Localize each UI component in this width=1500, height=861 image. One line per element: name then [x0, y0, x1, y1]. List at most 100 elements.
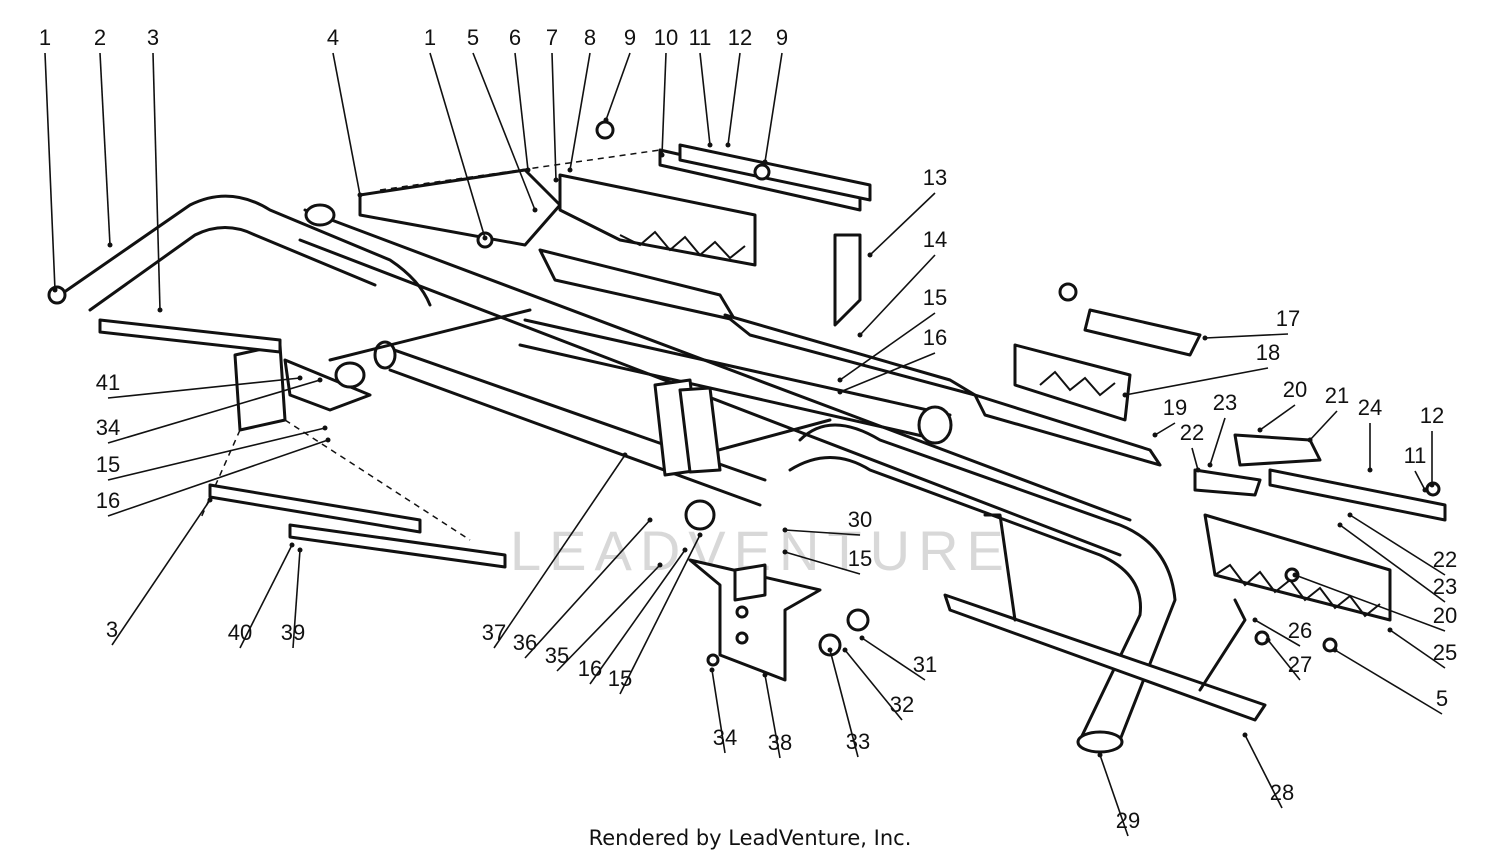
callout-dot — [1337, 522, 1343, 528]
callout-number: 23 — [1213, 390, 1237, 415]
callout-dot — [622, 452, 628, 458]
callout-dot — [357, 192, 363, 198]
callout-dot — [782, 527, 788, 533]
callout-number: 3 — [106, 617, 118, 642]
callout-dot — [782, 549, 788, 555]
callout-leader — [764, 52, 783, 163]
callout-number: 11 — [1404, 443, 1427, 468]
callout-number: 17 — [1276, 306, 1300, 331]
callout-number: 20 — [1283, 377, 1307, 402]
callout-number: 23 — [1433, 574, 1457, 599]
callout-dot — [52, 287, 58, 293]
callout-dot — [525, 167, 531, 173]
callout-number: 25 — [1433, 640, 1457, 665]
callout-leader — [1254, 619, 1301, 647]
callout-dot — [1429, 482, 1435, 488]
callout-leader — [1154, 422, 1176, 436]
callout-number: 40 — [228, 620, 252, 645]
callout-leader — [839, 352, 936, 393]
callout-dot — [297, 547, 303, 553]
callout-dot — [867, 252, 873, 258]
callout-number: 15 — [608, 666, 632, 691]
callout-dot — [322, 425, 328, 431]
callout-dot — [1422, 487, 1428, 493]
left-bracket — [199, 343, 471, 541]
callout-leader — [859, 254, 936, 336]
callout-number: 15 — [923, 285, 947, 310]
callout-dot — [647, 517, 653, 523]
callout-dot — [482, 235, 488, 241]
callout-leader — [661, 52, 667, 156]
callout-leader — [699, 52, 711, 146]
callout-leader — [152, 52, 161, 311]
callout-dot — [827, 647, 833, 653]
callout-leader — [1267, 639, 1301, 681]
callout-dot — [157, 307, 163, 313]
callout-leader — [429, 52, 486, 239]
callout-dot — [567, 167, 573, 173]
callout-dot — [1387, 627, 1393, 633]
callout-number: 16 — [96, 488, 120, 513]
skid-plate — [943, 513, 1267, 722]
callout-number: 12 — [1420, 403, 1444, 428]
callout-number: 37 — [482, 620, 506, 645]
callout-number: 24 — [1358, 395, 1382, 420]
callout-number: 21 — [1325, 383, 1349, 408]
callout-number: 19 — [1163, 395, 1187, 420]
callout-leader — [1204, 333, 1289, 339]
callout-dot — [682, 547, 688, 553]
callout-leader — [1334, 649, 1443, 715]
callout-dot — [697, 532, 703, 538]
callout-leader — [1414, 470, 1426, 491]
callout-leader — [1191, 447, 1199, 471]
callout-leader — [605, 52, 631, 121]
callout-leader — [44, 52, 56, 291]
callout-number: 41 — [96, 370, 120, 395]
callout-dot — [1252, 617, 1258, 623]
callout-number: 29 — [1116, 808, 1140, 833]
fastener-bolts — [47, 120, 1441, 667]
callout-number: 27 — [1288, 652, 1312, 677]
callout-leader — [1339, 524, 1446, 603]
callout-leader — [472, 52, 536, 211]
callout-number: 31 — [913, 652, 937, 677]
plate-assembly-right — [973, 308, 1447, 522]
handle-tube-right — [788, 423, 1177, 754]
callout-number: 9 — [624, 25, 636, 50]
callout-number: 36 — [513, 630, 537, 655]
callout-number: 1 — [39, 25, 51, 50]
callout-number: 1 — [424, 25, 436, 50]
callout-leader — [551, 52, 557, 181]
callout-number: 15 — [848, 546, 872, 571]
callout-dot — [1265, 637, 1271, 643]
callout-leader — [1294, 574, 1446, 632]
callout-number: 18 — [1256, 340, 1280, 365]
callout-leader — [332, 52, 361, 196]
callout-leader — [99, 52, 111, 246]
callout-dot — [709, 667, 715, 673]
callout-leader — [1349, 514, 1446, 576]
callout-leader — [1209, 417, 1226, 466]
callout-number: 5 — [467, 25, 479, 50]
callout-leader — [1259, 404, 1296, 431]
callout-leader — [589, 549, 686, 685]
callout-number: 3 — [147, 25, 159, 50]
callout-dot — [297, 375, 303, 381]
callout-number: 4 — [327, 25, 339, 50]
callout-number: 10 — [654, 25, 678, 50]
callout-leader — [784, 551, 861, 575]
callout-leader — [514, 52, 529, 171]
callout-dot — [289, 542, 295, 548]
callout-number: 28 — [1270, 780, 1294, 805]
scraper-blade-right — [1203, 513, 1392, 622]
credit-line: Rendered by LeadVenture, Inc. — [588, 826, 912, 850]
callout-number: 16 — [923, 325, 947, 350]
callout-number: 22 — [1433, 547, 1457, 572]
callout-leader — [107, 439, 329, 517]
callout-number: 33 — [846, 729, 870, 754]
hydraulic-cylinders — [98, 318, 507, 569]
callout-dot — [325, 437, 331, 443]
callout-leader — [239, 544, 293, 649]
